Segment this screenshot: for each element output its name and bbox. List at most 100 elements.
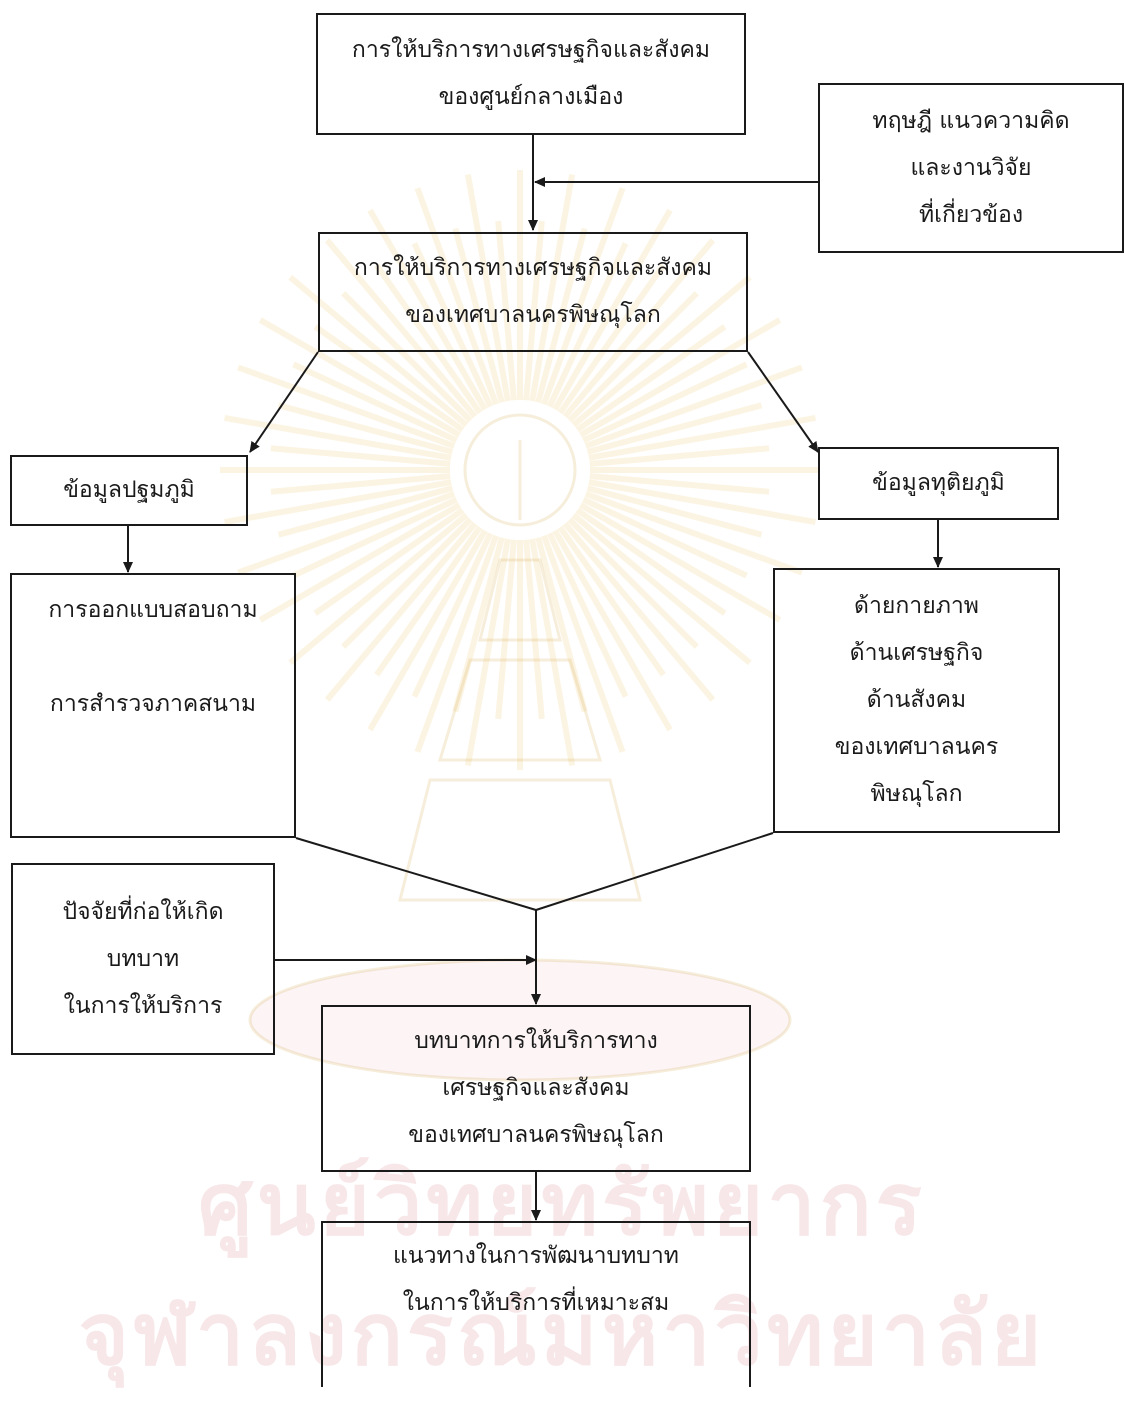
watermark-ray	[535, 227, 588, 404]
watermark-ray	[546, 242, 629, 408]
edge-phitsanulok-to-primary	[249, 351, 319, 453]
watermark-ray	[552, 208, 673, 411]
watermark-ray	[277, 485, 454, 538]
watermark-ray	[341, 517, 473, 649]
watermark-ray	[584, 364, 803, 449]
watermark-ray	[588, 414, 816, 461]
watermark-ray	[224, 414, 452, 461]
watermark-ray	[586, 402, 763, 455]
node-phitsanulok: การให้บริการทางเศรษฐกิจและสังคม ของเทศบา…	[318, 232, 748, 352]
watermark-ray	[452, 536, 505, 713]
node-theory-line: ที่เกี่ยวข้อง	[918, 201, 1024, 228]
edge-methods-to-merge	[295, 837, 537, 911]
watermark-ray	[367, 529, 488, 732]
watermark-ray	[589, 473, 770, 495]
watermark-ray	[588, 479, 816, 526]
watermark-ray	[313, 507, 465, 616]
watermark-ray	[586, 485, 763, 538]
watermark-ray	[523, 220, 545, 401]
watermark-ray	[567, 291, 699, 423]
watermark-ray	[584, 491, 803, 576]
watermark-ray	[582, 496, 748, 579]
watermark-ray	[579, 502, 782, 623]
watermark-ray	[374, 263, 483, 415]
watermark-ray	[224, 479, 452, 526]
node-factors-line: ปัจจัยที่ก่อให้เกิด	[62, 898, 224, 925]
watermark-ray	[237, 491, 456, 576]
watermark-ray	[411, 242, 494, 408]
edge-aspects-to-merge	[535, 832, 774, 911]
node-aspects-line: ด้านสังคม	[866, 687, 967, 713]
node-role: บทบาทการให้บริการทาง เศรษฐกิจและสังคม ขอ…	[321, 1005, 751, 1172]
node-theory: ทฤษฎี แนวความคิด และงานวิจัย ที่เกี่ยวข้…	[818, 83, 1124, 253]
watermark-ray	[567, 517, 699, 649]
node-methods-line: การออกแบบสอบถาม	[48, 597, 258, 623]
watermark-ray	[495, 220, 517, 401]
watermark-ray	[270, 473, 451, 495]
watermark-ray	[552, 529, 673, 732]
watermark-text-line2: จุฬาลงกรณ์มหาวิทยาลัย	[78, 1285, 1046, 1385]
node-aspects-line: ด้ายกายภาพ	[854, 593, 979, 619]
node-primary-data: ข้อมูลปฐมภูมิ	[10, 455, 248, 526]
node-role-line: ของเทศบาลนครพิษณุโลก	[408, 1122, 664, 1148]
watermark-ray	[367, 208, 488, 411]
watermark-ray	[571, 512, 752, 666]
watermark-ray	[258, 502, 461, 623]
node-phitsanulok-line: การให้บริการทางเศรษฐกิจและสังคม	[353, 255, 713, 281]
node-phitsanulok-line: ของเทศบาลนครพิษณุโลก	[405, 302, 661, 328]
watermark-ray	[575, 507, 727, 616]
watermark-ray	[313, 324, 465, 433]
node-aspects-line: พิษณุโลก	[870, 781, 963, 807]
node-source-line: ของศูนย์กลางเมือง	[438, 84, 624, 110]
watermark-ray	[557, 263, 666, 415]
watermark-ray	[292, 361, 458, 444]
watermark-ray	[546, 532, 629, 698]
node-methods-line: การสำรวจภาคสนาม	[49, 691, 257, 717]
watermark-ray	[324, 521, 478, 702]
watermark-ray	[464, 174, 511, 402]
watermark-ray	[562, 238, 716, 419]
node-factors-line: บทบาท	[106, 945, 180, 972]
node-factors: ปัจจัยที่ก่อให้เกิด บทบาท ในการให้บริการ	[11, 863, 275, 1055]
node-secondary-data: ข้อมูลทุติยภูมิ	[818, 447, 1059, 520]
node-role-line: บทบาทการให้บริการทาง	[414, 1028, 658, 1054]
watermark-ray	[562, 521, 716, 702]
node-methods: การออกแบบสอบถาม การสำรวจภาคสนาม	[10, 573, 296, 838]
node-guideline: แนวทางในการพัฒนาบทบาท ในการให้บริการที่เ…	[321, 1221, 751, 1387]
watermark-ray	[582, 361, 748, 444]
edge-phitsanulok-to-secondary	[747, 351, 819, 453]
watermark-ray	[529, 538, 576, 766]
watermark-ray	[589, 445, 770, 467]
watermark-ray	[288, 512, 469, 666]
node-aspects-line: ของเทศบาลนคร	[834, 734, 999, 760]
node-primary-data-line: ข้อมูลปฐมภูมิ	[63, 477, 195, 503]
node-theory-line: ทฤษฎี แนวความคิด	[872, 107, 1070, 134]
node-aspects-line: ด้านเศรษฐกิจ	[849, 640, 984, 666]
watermark-ray	[414, 187, 499, 406]
watermark-ray	[541, 187, 626, 406]
watermark-ray	[270, 445, 451, 467]
watermark-ray	[292, 496, 458, 579]
watermark-ray	[237, 364, 456, 449]
watermark-ray	[495, 539, 517, 720]
node-theory-line: และงานวิจัย	[910, 154, 1032, 181]
watermark-ray	[523, 539, 545, 720]
watermark-ray	[541, 534, 626, 753]
watermark-ray	[374, 525, 483, 677]
watermark-ray	[258, 317, 461, 438]
node-secondary-data-line: ข้อมูลทุติยภูมิ	[872, 470, 1005, 496]
node-aspects: ด้ายกายภาพ ด้านเศรษฐกิจ ด้านสังคม ของเทศ…	[773, 568, 1060, 833]
node-guideline-line: แนวทางในการพัฒนาบทบาท	[393, 1243, 679, 1269]
node-source: การให้บริการทางเศรษฐกิจและสังคม ของศูนย์…	[316, 13, 746, 135]
watermark-ray	[464, 538, 511, 766]
watermark-ray	[529, 174, 576, 402]
node-role-line: เศรษฐกิจและสังคม	[442, 1075, 630, 1101]
watermark-ray	[341, 291, 473, 423]
watermark-ray	[324, 238, 478, 419]
watermark-ray	[414, 534, 499, 753]
watermark-ray	[277, 402, 454, 455]
node-guideline-line: ในการให้บริการที่เหมาะสม	[402, 1290, 670, 1316]
watermark-ray	[411, 532, 494, 698]
